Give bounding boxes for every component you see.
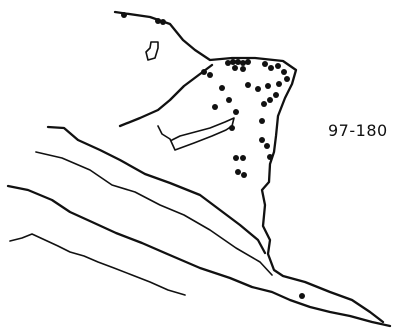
locality-marker (275, 63, 281, 69)
peninsula-inner-coast (118, 63, 214, 128)
locality-marker (160, 19, 166, 25)
locality-marker (259, 118, 265, 124)
locality-marker (276, 81, 282, 87)
river-3 (6, 184, 392, 328)
river-4 (9, 233, 186, 296)
map-code-label: 97-180 (328, 121, 388, 140)
locality-marker (232, 65, 238, 71)
locality-marker (255, 86, 261, 92)
locality-marker (267, 154, 273, 160)
locality-markers (121, 12, 305, 299)
locality-marker (212, 104, 218, 110)
locality-marker (229, 125, 235, 131)
locality-marker (155, 18, 161, 24)
locality-marker (264, 143, 270, 149)
locality-marker (262, 61, 268, 67)
locality-marker (121, 12, 127, 18)
locality-marker (245, 59, 251, 65)
locality-marker (240, 60, 246, 66)
locality-marker (241, 172, 247, 178)
locality-marker (240, 155, 246, 161)
locality-marker (235, 59, 241, 65)
locality-marker (299, 293, 305, 299)
locality-marker (265, 83, 271, 89)
locality-marker (225, 60, 231, 66)
locality-marker (259, 137, 265, 143)
river-2 (35, 151, 273, 276)
bay-outline (157, 117, 235, 151)
locality-marker (281, 69, 287, 75)
locality-marker (233, 109, 239, 115)
locality-marker (233, 155, 239, 161)
locality-marker (284, 76, 290, 82)
river-1 (46, 125, 267, 255)
locality-marker (226, 97, 232, 103)
locality-marker (240, 66, 246, 72)
locality-marker (207, 72, 213, 78)
locality-marker (235, 169, 241, 175)
locality-marker (201, 69, 207, 75)
locality-marker (268, 65, 274, 71)
locality-marker (245, 82, 251, 88)
locality-marker (261, 101, 267, 107)
locality-marker (267, 97, 273, 103)
locality-marker (273, 92, 279, 98)
locality-marker (219, 85, 225, 91)
locality-marker (230, 59, 236, 65)
peninsula-coastline (113, 10, 385, 324)
island (145, 41, 159, 61)
